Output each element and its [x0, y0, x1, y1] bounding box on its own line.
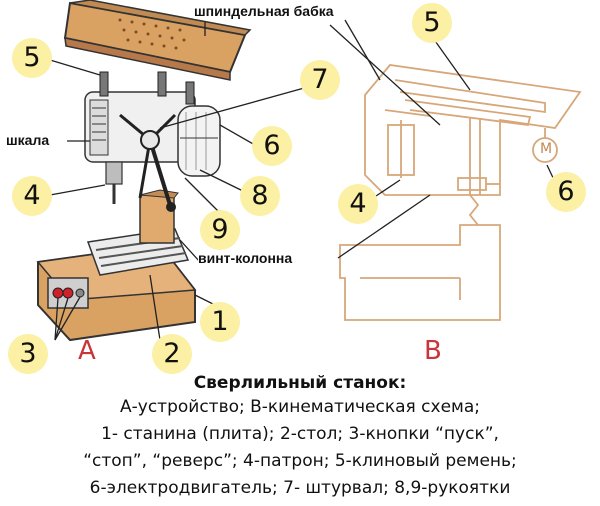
label-column-screw: винт-колонна: [198, 250, 293, 266]
marker-a-8: 8: [240, 176, 280, 216]
motor-symbol: M: [539, 141, 553, 157]
marker-a-7: 7: [300, 60, 340, 100]
marker-a-2: 2: [152, 334, 192, 374]
device-drawing: [36, 0, 316, 342]
caption-title: Сверлильный станок:: [193, 373, 407, 393]
marker-a-9: 9: [200, 210, 240, 250]
marker-b-6: 6: [546, 172, 586, 212]
view-letter-a: А: [78, 336, 96, 366]
marker-a-1: 1: [200, 302, 240, 342]
caption-line: “стоп”, “реверс”; 4-патрон; 5-клиновый р…: [83, 451, 517, 471]
caption-line: 6-электродвигатель; 7- штурвал; 8,9-руко…: [89, 478, 511, 498]
machine-column: [139, 189, 179, 244]
figure-caption: Сверлильный станок: А-устройство; В-кине…: [0, 372, 600, 502]
marker-a-6: 6: [252, 126, 292, 166]
label-spindle-head: шпиндельная бабка: [194, 3, 334, 19]
kinematic-scheme: [339, 64, 582, 321]
marker-a-5: 5: [12, 38, 52, 78]
leader-lines-a: [49, 22, 316, 341]
marker-b-5: 5: [412, 3, 452, 43]
caption-line: А-устройство; В-кинематическая схема;: [120, 397, 480, 417]
spindle-head-body: [84, 71, 221, 212]
view-letter-b: В: [424, 336, 442, 366]
marker-a-4: 4: [12, 176, 52, 216]
label-scale: шкала: [6, 132, 50, 148]
marker-b-4: 4: [338, 184, 378, 224]
leader-lines-b: [329, 19, 556, 259]
marker-a-3: 3: [8, 334, 48, 374]
caption-line: 1- станина (плита); 2-стол; 3-кнопки “пу…: [101, 424, 499, 444]
